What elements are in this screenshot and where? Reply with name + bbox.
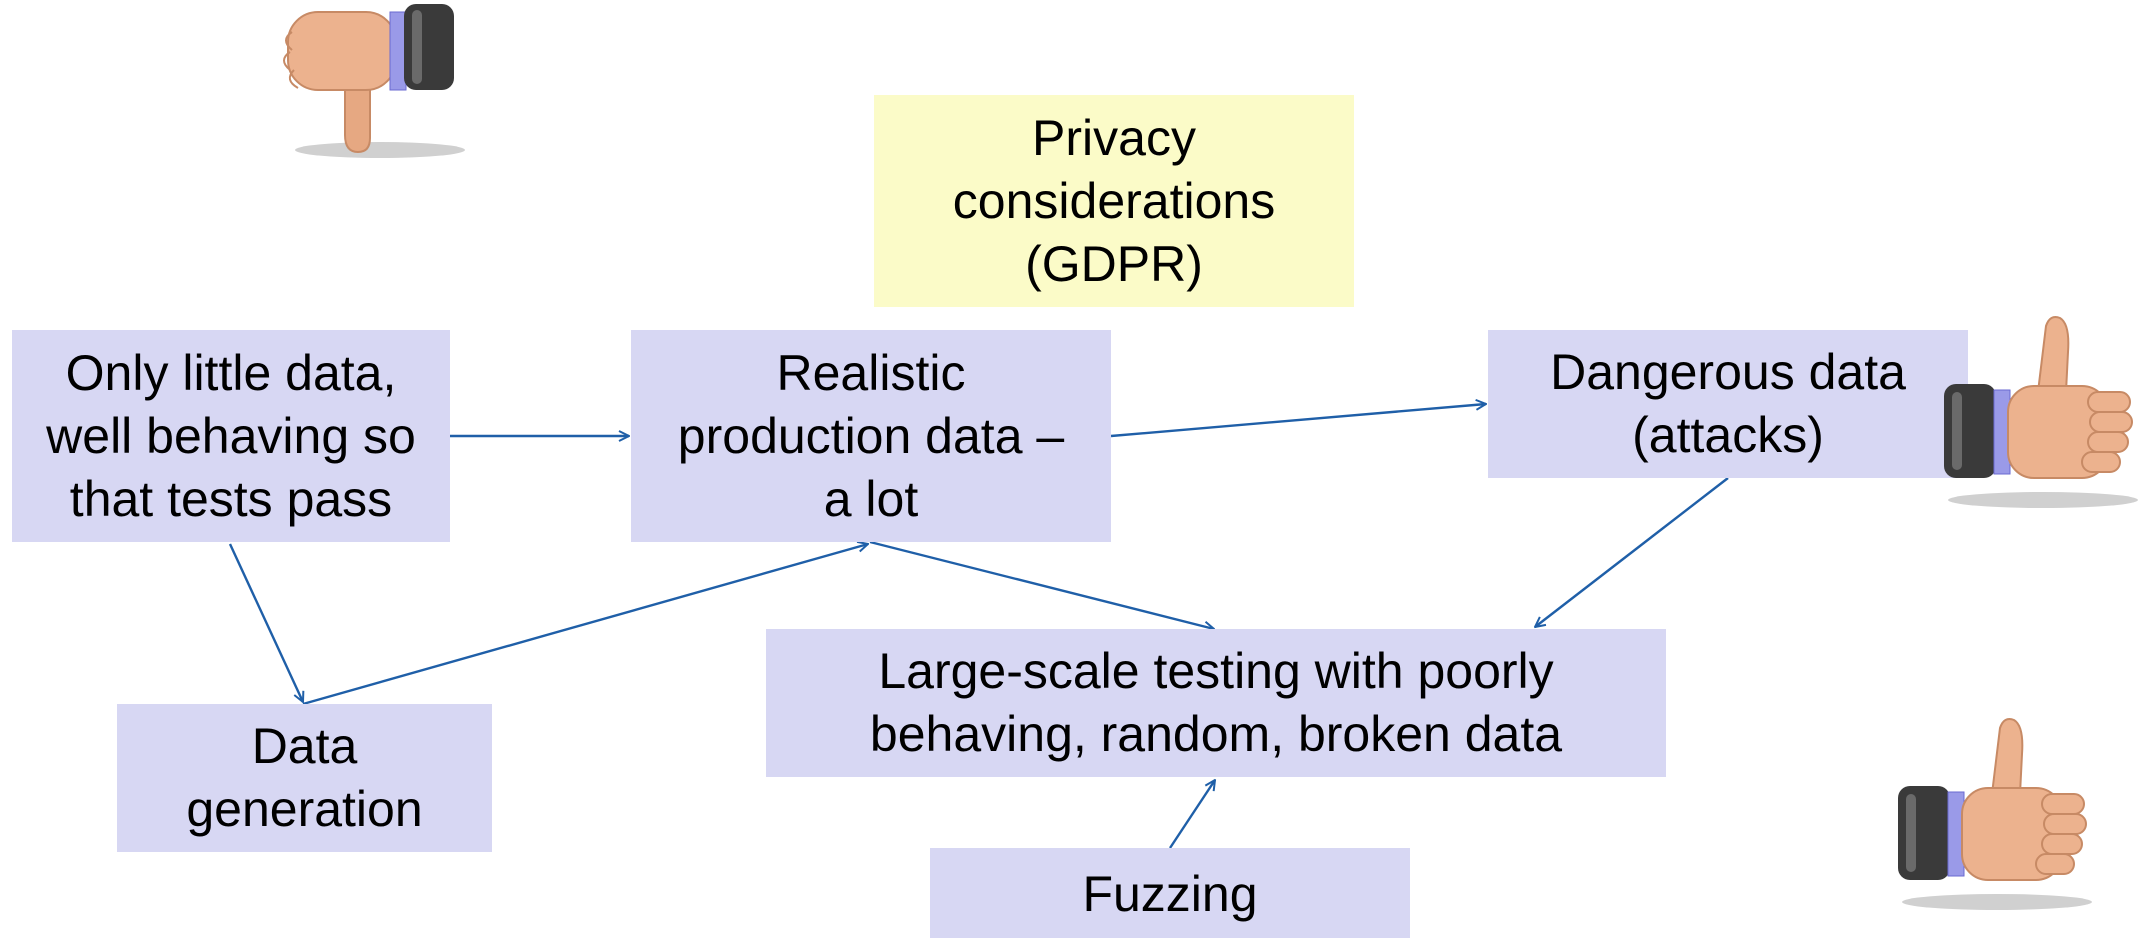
arrow-fuzzing-to-largescale <box>1168 780 1215 849</box>
thumbs-down-icon <box>283 4 465 158</box>
box-text-line: Only little data, <box>65 344 397 401</box>
box-text-line: Data <box>251 718 358 774</box>
box-text-line: Privacy <box>1032 109 1196 166</box>
arrow-dangerous-to-largescale <box>1535 477 1729 627</box>
box-text-line: behaving, random, broken data <box>869 706 1563 762</box>
arrow-realistic-to-dangerous <box>1110 404 1486 438</box>
box-text-line: production data – <box>677 407 1065 464</box>
box-privacy-considerations: Privacy considerations (GDPR) <box>874 95 1354 307</box>
box-text-line: Fuzzing <box>1082 866 1258 922</box>
box-fuzzing: Fuzzing <box>930 848 1410 938</box>
box-large-scale-testing: Large-scale testing with poorly behaving… <box>766 629 1666 777</box>
thumbs-up-icon <box>1898 718 2092 910</box>
arrow-realistic-to-largescale <box>869 540 1214 629</box>
thumbs-up-icon <box>1944 316 2138 508</box>
box-dangerous-data: Dangerous data (attacks) <box>1488 330 1968 478</box>
box-text-line: Realistic <box>776 344 966 401</box>
box-text-line: generation <box>186 781 423 837</box>
box-realistic-production-data: Realistic production data – a lot <box>631 330 1111 542</box>
box-text-line: that tests pass <box>69 470 393 527</box>
box-only-little-data: Only little data, well behaving so that … <box>12 330 450 542</box>
box-text-line: (GDPR) <box>1025 235 1203 292</box>
arrow-little-to-datagen <box>228 543 303 702</box>
box-text-line: a lot <box>823 470 919 527</box>
box-data-generation: Data generation <box>117 704 492 852</box>
box-text-line: Large-scale testing with poorly <box>878 643 1554 699</box>
box-text-line: Dangerous data <box>1550 344 1906 400</box>
box-text-line: considerations <box>952 172 1276 229</box>
arrow-datagen-to-realistic <box>302 544 868 706</box>
box-text-line: (attacks) <box>1632 407 1824 463</box>
box-text-line: well behaving so <box>46 407 416 464</box>
